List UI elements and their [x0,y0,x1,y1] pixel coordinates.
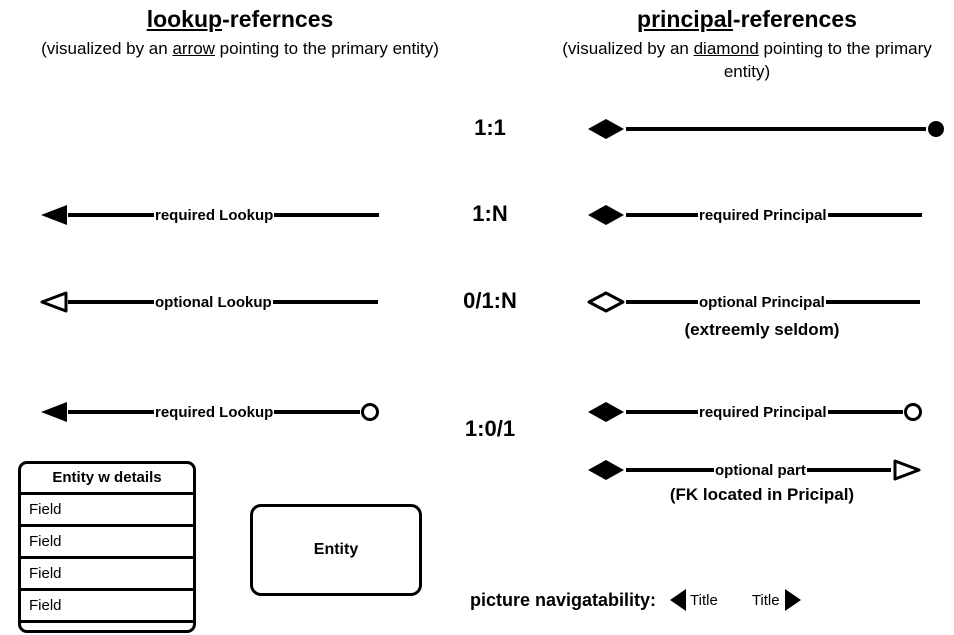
connector-line [626,127,926,131]
lookup-connector-1-n: required Lookup [40,200,380,230]
lookup-connector-1-01: required Lookup [40,397,380,427]
hollow-arrow-left-icon [40,291,68,313]
principal-subtitle-post: pointing to the primary entity) [723,39,932,81]
filled-diamond-icon [588,402,624,422]
filled-arrow-left-icon [41,402,67,422]
cardinality-label-01-n: 0/1:N [463,288,517,313]
hollow-circle-icon [361,403,380,421]
principal-connector-1-01-required: required Principal [586,397,923,427]
triangle-left-icon [670,589,687,611]
lookup-subtitle-post: pointing to the primary entity) [214,39,439,58]
connector-line [272,300,378,304]
connector-line [626,300,698,304]
principal-connector-1-n: required Principal [586,200,922,230]
entity-table-header: Entity w details [21,464,193,495]
connector-line [827,410,903,414]
principal-title-emphasis: principal [637,6,733,32]
principal-title-rest: -references [732,6,857,32]
filled-diamond-icon [588,460,624,480]
lookup-connector-01-n: optional Lookup [40,287,378,317]
connector-line [626,213,698,217]
cardinality-label-1-01: 1:0/1 [464,416,516,441]
cardinality-label-1-1: 1:1 [474,115,506,140]
lookup-column-subtitle: (visualized by an arrow pointing to the … [0,38,480,61]
principal-subtitle-emphasis: diamond [693,39,759,58]
principal-connector-label-1-n: required Principal [699,206,827,224]
principal-subtitle-pre: (visualized by an [562,39,694,58]
connector-line [274,410,361,414]
principal-connector-01-n: optional Principal [586,287,920,317]
connector-line [806,468,891,472]
entity-table-footer-strip [21,623,193,630]
principal-connector-1-1 [586,114,946,144]
lookup-column-header: lookup-refernces (visualized by an arrow… [0,8,480,61]
lookup-connector-label-1-n: required Lookup [155,206,274,224]
principal-column-title: principal-references [540,8,954,31]
entity-with-details-box[interactable]: Entity w details Field Field Field Field [18,461,196,633]
navigatability-right-title: Title [751,591,780,609]
lookup-connector-label-01-n: optional Lookup [155,293,272,311]
connector-line [274,213,380,217]
lookup-connector-label-1-01: required Lookup [155,403,274,421]
hollow-arrow-right-icon [893,459,921,481]
lookup-column-title: lookup-refernces [0,8,480,31]
principal-column-header: principal-references (visualized by an d… [540,8,954,84]
lookup-subtitle-emphasis: arrow [172,39,215,58]
connector-line [626,468,714,472]
connector-line [825,300,920,304]
hollow-circle-icon [903,403,922,421]
principal-connector-1-01-optional: optional part [586,455,921,485]
navigatability-legend: picture navigatability: Title Title [470,589,801,611]
entity-table-field-row: Field [21,559,193,591]
lookup-title-rest: -refernces [222,6,334,32]
lookup-title-emphasis: lookup [146,6,223,32]
principal-column-subtitle: (visualized by an diamond pointing to th… [540,38,954,84]
cardinality-label-1-n: 1:N [472,201,508,226]
filled-diamond-icon [588,119,624,139]
entity-table-field-row: Field [21,495,193,527]
navigatability-caption: picture navigatability: [470,589,657,610]
principal-note-1-01: (FK located in Pricipal) [669,485,855,504]
filled-circle-icon [928,121,944,137]
filled-diamond-icon [588,205,624,225]
connector-line [68,213,154,217]
connector-line [68,300,154,304]
principal-connector-label-1-01-optional: optional part [715,461,806,479]
navigatability-left-title: Title [690,591,718,609]
filled-arrow-left-icon [41,205,67,225]
entity-box-label: Entity [313,541,359,558]
connector-line [626,410,698,414]
lookup-subtitle-pre: (visualized by an [41,39,173,58]
entity-box[interactable]: Entity [250,504,422,596]
triangle-right-icon [784,589,801,611]
principal-connector-label-1-01-required: required Principal [699,403,827,421]
entity-table-field-row: Field [21,527,193,559]
connector-line [68,410,154,414]
connector-line [827,213,922,217]
entity-table-field-row: Field [21,591,193,623]
principal-connector-label-01-n: optional Principal [699,293,825,311]
principal-note-01-n: (extreemly seldom) [684,320,840,339]
hollow-diamond-icon [587,291,625,313]
